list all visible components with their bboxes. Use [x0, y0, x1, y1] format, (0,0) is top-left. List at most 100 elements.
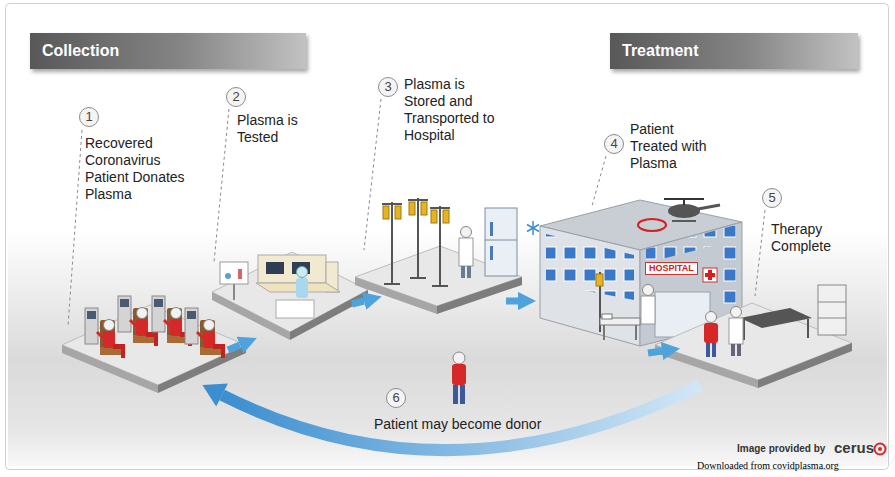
- building-sign: HOSPITAL: [645, 262, 698, 275]
- hospital-building: [602, 314, 612, 319]
- storage-room: [527, 221, 539, 235]
- storage-room: [485, 240, 517, 241]
- return-arrowhead: [202, 383, 228, 406]
- discharge-room: [758, 343, 852, 388]
- storage-room: [459, 238, 473, 266]
- logo-mark: [875, 444, 886, 455]
- callout-number: 1: [79, 107, 99, 127]
- hospital-building: [672, 220, 696, 222]
- logo-text: cerus: [834, 439, 874, 457]
- storage-room: [384, 283, 400, 285]
- storage-room: [421, 202, 427, 215]
- credit-text: Image provided by: [737, 443, 825, 455]
- testing-lab: [238, 269, 242, 279]
- step-text: Plasma is Stored and Transported to Hosp…: [404, 76, 504, 144]
- flow-arrow: [228, 301, 662, 353]
- step-callout: 6Patient may become donor: [374, 388, 542, 433]
- hospital-building: [596, 274, 603, 286]
- callout-number: 5: [762, 188, 782, 208]
- step-text: Therapy Complete: [771, 221, 851, 255]
- leader-line: [214, 109, 229, 262]
- discharge-room: [818, 285, 846, 335]
- storage-room: [490, 222, 493, 236]
- discharge-room: [731, 307, 742, 318]
- storage-room: [461, 266, 465, 278]
- hospital-building: [540, 226, 640, 346]
- storage-room: [382, 203, 402, 205]
- storage-room: [461, 227, 472, 238]
- storage-room: [383, 206, 389, 219]
- storage-room: [430, 207, 450, 209]
- storage-room: [443, 210, 449, 223]
- storage-room: [432, 285, 448, 287]
- hospital-building: [603, 325, 605, 340]
- discharge-room: [712, 343, 716, 357]
- patient-figure: [452, 352, 466, 404]
- step-callout: 1Recovered Coronavirus Patient Donates P…: [79, 107, 193, 203]
- storage-room: [417, 198, 419, 278]
- hospital-building: [641, 296, 655, 324]
- discharge-room: [740, 308, 812, 328]
- storage-room: [431, 210, 437, 223]
- storage-room: [410, 277, 426, 279]
- leader-line: [68, 130, 82, 326]
- testing-lab: [212, 252, 368, 332]
- testing-lab: [296, 278, 308, 298]
- hospital-building: [705, 273, 715, 277]
- hospital-building: [683, 199, 685, 205]
- flow-arrow: [648, 351, 662, 353]
- storage-room: [395, 206, 401, 219]
- step-callout: 4 Patient Treated with Plasma: [604, 121, 718, 172]
- patient-figure: [453, 385, 458, 404]
- flow-arrow: [352, 301, 364, 304]
- step-callout: 5Therapy Complete: [762, 188, 851, 255]
- callout-number: 4: [604, 134, 624, 154]
- storage-room: [439, 206, 441, 286]
- donation-station: [185, 308, 225, 358]
- discharge-room: [706, 343, 710, 357]
- testing-lab: [276, 300, 314, 318]
- logo-mark: [878, 447, 882, 451]
- patient-figure: [452, 364, 466, 385]
- hospital-building: [718, 243, 736, 310]
- leader-line: [364, 99, 381, 250]
- storage-room: [527, 225, 539, 232]
- hospital-building: [643, 285, 654, 296]
- picture-frame: [6, 4, 889, 470]
- step-text: Patient Treated with Plasma: [630, 121, 718, 172]
- storage-room: [467, 266, 471, 278]
- section-banner: Collection: [30, 33, 306, 69]
- storage-room: [490, 246, 493, 260]
- step-text: Recovered Coronavirus Patient Donates Pl…: [85, 135, 193, 203]
- discharge-room: [818, 302, 846, 303]
- step-callout: 2Plasma is Tested: [226, 87, 312, 146]
- step-callout: 3 Plasma is Stored and Transported to Hos…: [378, 76, 504, 144]
- hospital-building: [540, 199, 742, 346]
- storage-room: [485, 208, 517, 276]
- discharge-room: [706, 312, 717, 323]
- storage-room: [408, 199, 428, 201]
- testing-lab: [212, 252, 368, 340]
- callout-number: 2: [226, 87, 246, 107]
- leader-line: [755, 210, 765, 296]
- patient-figure: [453, 352, 465, 364]
- banner-title: Treatment: [622, 41, 698, 61]
- testing-lab: [225, 273, 231, 279]
- storage-room: [355, 198, 539, 314]
- testing-lab: [297, 267, 308, 278]
- hospital-building: [668, 204, 700, 218]
- storage-room: [355, 277, 437, 314]
- discharge-room: [807, 319, 809, 338]
- callout-number: 6: [386, 388, 406, 408]
- discharge-room: [704, 323, 718, 343]
- discharge-room: [729, 318, 743, 344]
- source-note: Downloaded from covidplasma.org: [697, 460, 839, 472]
- flow-arrow: [506, 298, 518, 305]
- callout-number: 3: [378, 77, 398, 97]
- discharge-room: [655, 285, 852, 388]
- return-arrow: [222, 385, 700, 450]
- logo-mark: [875, 444, 886, 455]
